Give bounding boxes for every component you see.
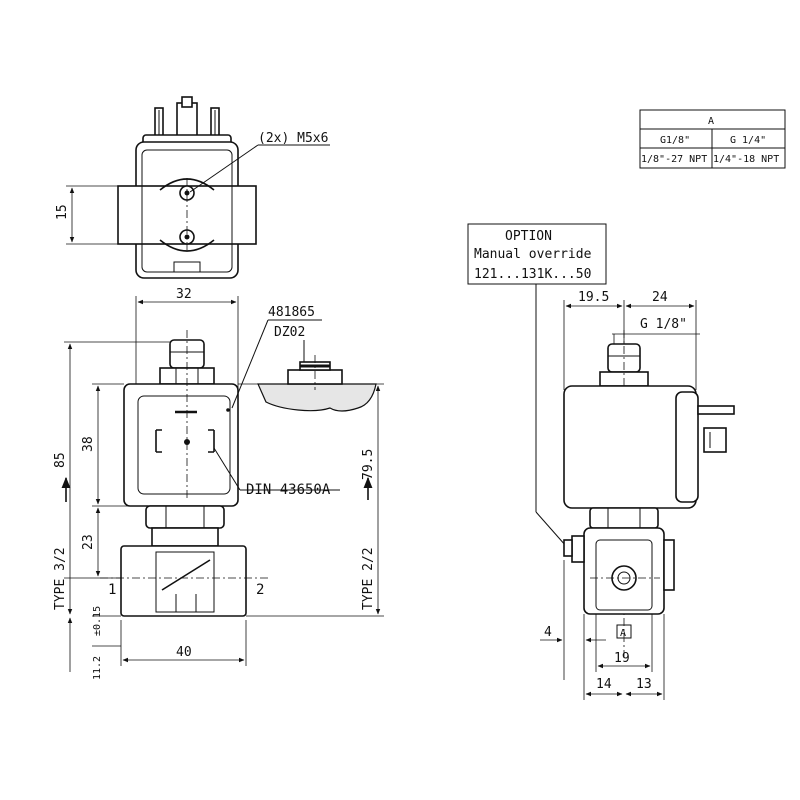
- dim-79-5: 79.5: [361, 449, 376, 480]
- port-2: 2: [256, 582, 264, 598]
- dim-11-2: 11.2: [92, 656, 103, 680]
- option-line2: 121...131K...50: [474, 267, 591, 282]
- thread-label: G 1/8": [640, 317, 687, 332]
- table-header: A: [708, 116, 714, 127]
- port-1: 1: [108, 582, 116, 598]
- dim-14: 14: [596, 677, 612, 692]
- table-cell: G1/8": [660, 135, 690, 146]
- dim-85: 85: [53, 452, 68, 468]
- dim-15: 15: [55, 204, 70, 220]
- table-cell: G 1/4": [730, 135, 766, 146]
- din-standard: DIN 43650A: [246, 482, 331, 498]
- dim-23: 23: [81, 534, 96, 550]
- dim-40: 40: [176, 645, 192, 660]
- part-code: DZ02: [274, 325, 305, 340]
- front-view: 32 1 2 481865 DZ02: [53, 287, 384, 680]
- top-view: (2x) M5x6 15: [55, 96, 330, 279]
- port-table: A G1/8" G 1/4" 1/8"-27 NPT 1/4"-18 NPT: [639, 109, 786, 169]
- dim-4: 4: [544, 625, 552, 640]
- part-number: 481865: [268, 305, 315, 320]
- table-cell: 1/4"-18 NPT: [713, 154, 779, 165]
- table-cell: 1/8"-27 NPT: [641, 154, 707, 165]
- type-right: TYPE 2/2: [361, 547, 376, 610]
- dim-19-5: 19.5: [578, 290, 609, 305]
- dim-13: 13: [636, 677, 652, 692]
- port-label-a: A: [620, 628, 626, 639]
- option-line1: Manual override: [474, 247, 592, 262]
- dim-tol: ±0.15: [92, 606, 103, 636]
- dim-38: 38: [81, 436, 96, 452]
- type-left: TYPE 3/2: [53, 547, 68, 610]
- dim-32: 32: [176, 287, 192, 302]
- side-view: OPTION Manual override 121...131K...50 1…: [467, 223, 735, 700]
- screws-callout: (2x) M5x6: [258, 131, 328, 146]
- option-title: OPTION: [505, 229, 552, 244]
- dim-19: 19: [614, 651, 630, 666]
- dim-24: 24: [652, 290, 668, 305]
